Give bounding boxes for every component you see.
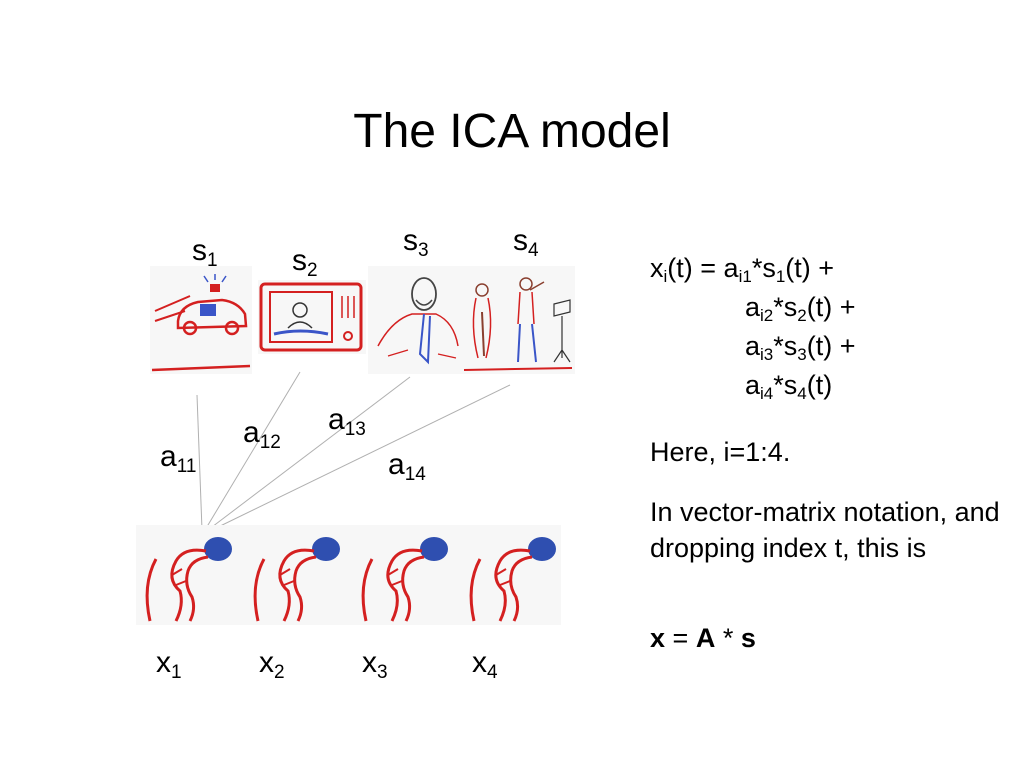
equation-line-4: ai4*s4(t)	[745, 370, 833, 403]
tv-announcer-icon	[258, 280, 366, 354]
mixture-label-2: x2	[259, 646, 285, 683]
weight-label-a11: a11	[160, 440, 197, 477]
microphone-icon	[145, 537, 232, 622]
speaker-man-icon	[368, 266, 468, 374]
source-label-1: s1	[192, 234, 218, 271]
police-car-icon	[150, 266, 252, 374]
mixing-line-a14	[211, 384, 511, 531]
microphone-icon	[361, 537, 448, 622]
microphone-icon	[253, 537, 340, 622]
source-label-4: s4	[513, 224, 539, 261]
slide-title: The ICA model	[353, 105, 671, 158]
vector-equation: x = A * s	[650, 623, 756, 653]
microphone-icon	[469, 537, 556, 622]
equation-line-1: xi(t) = ai1*s1(t) +	[650, 253, 835, 286]
mixing-line-a13	[207, 376, 411, 531]
source-label-2: s2	[292, 244, 318, 281]
mixing-line-a12	[204, 371, 301, 531]
microphones-strip	[136, 525, 561, 625]
equation-line-3: ai3*s3(t) +	[745, 331, 856, 364]
source-label-3: s3	[403, 224, 429, 261]
weight-label-a13: a13	[328, 403, 366, 440]
equation-line-2: ai2*s2(t) +	[745, 292, 856, 325]
mixture-label-3: x3	[362, 646, 388, 683]
mixing-line-a11	[196, 394, 203, 531]
vector-note: In vector-matrix notation, and dropping …	[650, 497, 1000, 564]
mixture-label-1: x1	[156, 646, 182, 683]
weight-label-a14: a14	[388, 448, 426, 485]
range-note: Here, i=1:4.	[650, 437, 791, 467]
musicians-icon	[462, 266, 575, 374]
weight-label-a12: a12	[243, 416, 281, 453]
mixture-label-4: x4	[472, 646, 498, 683]
